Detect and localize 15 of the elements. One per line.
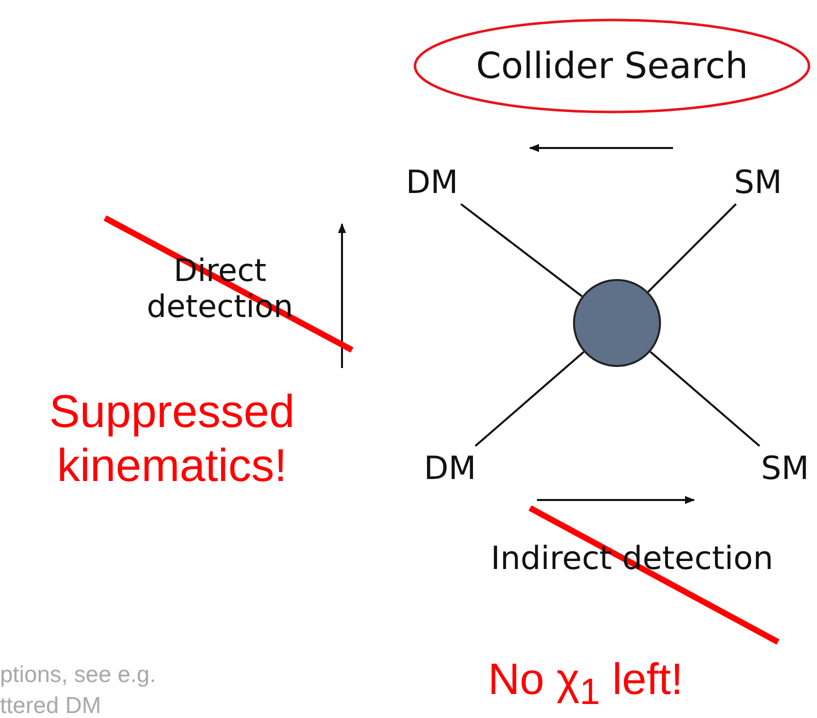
line	[460, 203, 583, 298]
annotation-text: No χ$_{1}$ left!	[488, 655, 684, 713]
particle-label: SM	[761, 449, 809, 487]
footnote-text: ttered DM	[0, 692, 102, 718]
line	[650, 351, 760, 447]
highlight-ellipse	[413, 18, 811, 114]
annotation-text: Suppressed kinematics!	[48, 384, 296, 493]
line	[647, 203, 737, 293]
particle-label: DM	[424, 449, 476, 487]
node-label: Collider Search	[476, 46, 748, 86]
footnote-text: ptions, see e.g.	[0, 661, 157, 688]
annotation-text: Indirect detection	[490, 540, 774, 577]
particle-label: SM	[734, 163, 782, 201]
particle-label: DM	[406, 163, 458, 201]
line	[474, 351, 584, 447]
